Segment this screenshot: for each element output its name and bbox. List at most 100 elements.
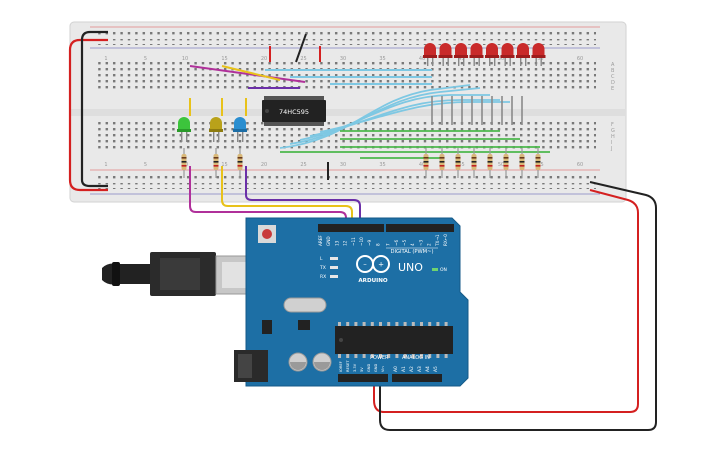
pin-label: Vin [381,366,385,372]
pin-label: ~6 [394,239,399,246]
pin-label: TX→1 [435,234,440,247]
column-label: 25 [300,162,306,168]
onboard-led-label: L [320,256,323,262]
arduino-logo: – + [356,255,390,273]
pin-label: RESET [346,360,350,372]
header-digital-left[interactable] [318,224,384,232]
pin-label: ~3 [418,239,423,246]
pin-label: 3.3V [353,363,357,372]
resistor[interactable] [439,148,445,178]
pin-label: 4 [410,243,415,246]
onboard-led [330,275,338,278]
arduino-power-wires[interactable] [373,181,657,431]
column-label: 40 [419,162,425,168]
analog-header-label: ANALOG IN [402,355,430,361]
indicator-led-yellow[interactable] [209,117,223,142]
indicator-led-blue[interactable] [233,117,247,142]
column-labels-top: 151015202530354045505560 [104,56,583,62]
arduino-signal-wires[interactable] [189,166,361,232]
column-label: 50 [498,56,504,62]
header-analog[interactable] [392,374,442,382]
pin-label: ~5 [402,239,407,246]
red-led[interactable] [531,43,546,66]
power-led [432,268,438,271]
voltage-regulator [262,320,272,334]
pin-label: 7 [386,243,391,246]
column-label: 35 [379,56,385,62]
indicator-led-green[interactable] [177,117,191,142]
resistor[interactable] [237,148,243,178]
pin-label: A4 [425,366,431,372]
column-label: 5 [144,162,147,168]
pin-label: A2 [409,366,415,372]
row-label: C [611,74,615,80]
column-label: 45 [458,162,464,168]
pin-label: 12 [343,240,348,246]
usb-cable[interactable] [102,252,267,296]
column-label: 20 [261,56,267,62]
column-label: 15 [221,56,227,62]
digital-header-label: DIGITAL (PWM~) [390,249,433,255]
pin-label: AREF [318,235,323,246]
resistor[interactable] [455,148,461,178]
resistor[interactable] [519,148,525,178]
ic-74hc595[interactable]: 74HC595 [262,96,326,126]
resistor[interactable] [423,148,429,178]
red-led[interactable] [516,43,530,66]
red-led[interactable] [500,43,515,66]
red-led[interactable] [454,43,468,66]
left-power-loop[interactable] [68,30,108,192]
pin-label: GND [374,364,378,372]
row-label: D [611,80,615,86]
header-digital-right[interactable] [386,224,454,232]
row-label: A [611,62,615,68]
pin-label: 8 [375,243,380,246]
column-label: 60 [577,56,583,62]
red-led[interactable] [438,43,453,66]
pin-label: GND [326,236,331,246]
column-label: 60 [577,162,583,168]
resistor[interactable] [535,148,541,178]
resistor[interactable] [213,148,219,178]
ic-label: 74HC595 [279,108,309,116]
output-wires-cyan[interactable] [279,84,510,149]
red-led-row[interactable] [423,43,546,66]
top-bus-wires[interactable] [189,33,432,89]
red-led[interactable] [423,43,437,66]
pin-label: 5V [360,367,364,372]
brand-label: ARDUINO [358,278,388,284]
crystal-oscillator [283,297,327,313]
pin-label: ~10 [359,237,364,246]
column-label: 1 [104,162,107,168]
resistor[interactable] [471,148,477,178]
resistor-array[interactable] [181,148,541,178]
red-led[interactable] [485,43,499,66]
resistor[interactable] [181,148,187,178]
pin-label: A1 [401,366,407,372]
column-label: 30 [340,56,346,62]
red-led[interactable] [469,43,484,66]
resistor[interactable] [487,148,493,178]
column-label: 10 [182,56,188,62]
atmega328-chip [335,326,453,354]
row-label: F [611,122,614,128]
reset-button-cap[interactable] [262,229,272,239]
onboard-led [330,257,338,260]
row-label: B [611,68,615,74]
resistor[interactable] [503,148,509,178]
header-power[interactable] [338,374,388,382]
pin-label: ~9 [367,239,372,246]
pin-label: RX←0 [443,234,448,246]
column-label: 20 [261,162,267,168]
row-label: E [611,86,614,92]
column-label: 25 [300,56,306,62]
pin-label: 2 [427,243,432,246]
output-wires-green[interactable] [280,130,550,159]
pin-label: A5 [433,366,439,372]
